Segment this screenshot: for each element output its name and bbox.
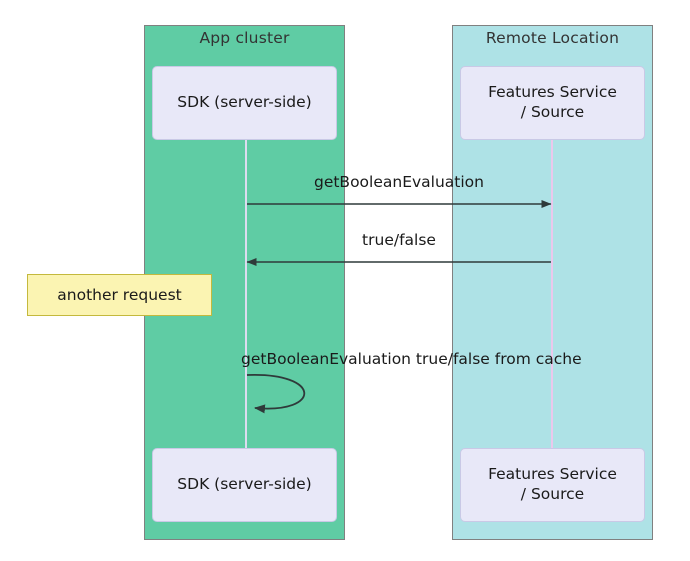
lifeline-sdk-server-side: [245, 140, 247, 448]
lifeline-features-service: [551, 140, 553, 448]
participant-box-features-service-bottom[interactable]: Features Service / Source: [460, 448, 645, 522]
group-title-app-cluster: App cluster: [199, 29, 290, 47]
participant-box-sdk-bottom[interactable]: SDK (server-side): [152, 448, 337, 522]
participant-box-features-service-top[interactable]: Features Service / Source: [460, 66, 645, 140]
participant-box-sdk-top[interactable]: SDK (server-side): [152, 66, 337, 140]
group-title-remote-location: Remote Location: [485, 29, 620, 47]
message-label-true-false: true/false: [362, 231, 436, 249]
message-label-self-cache: getBooleanEvaluation true/false from cac…: [241, 350, 582, 368]
note-another-request[interactable]: another request: [27, 274, 212, 316]
message-label-get-boolean-evaluation: getBooleanEvaluation: [313, 173, 484, 191]
